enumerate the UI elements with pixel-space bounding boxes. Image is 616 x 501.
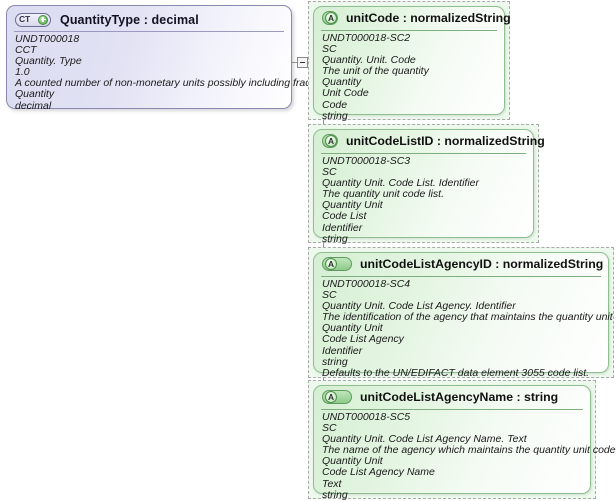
attribute-title: unitCodeListID : normalizedString xyxy=(346,134,545,148)
annotation-line: 1.0 xyxy=(15,66,30,79)
complex-type-header: CT QuantityType : decimal xyxy=(7,6,291,30)
annotation-line: UNDT000018-SC4 xyxy=(322,278,411,290)
attribute-header: A unitCodeListAgencyName : string xyxy=(314,386,590,408)
annotation-line: string xyxy=(322,109,348,122)
attribute-badge-icon: A xyxy=(322,257,352,271)
attribute-node-unitcodelistid[interactable]: A unitCodeListID : normalizedString UNDT… xyxy=(308,124,545,244)
complex-type-badge-label: CT xyxy=(19,14,30,25)
attribute-badge-label: A xyxy=(325,391,337,403)
complex-type-node-quantitytype[interactable]: CT QuantityType : decimal UNDT000018 CCT… xyxy=(6,5,336,112)
attribute-annotations: UNDT000018-SC4 SC Quantity Unit. Code Li… xyxy=(322,278,616,379)
attribute-title: unitCode : normalizedString xyxy=(346,11,511,25)
attribute-box: A unitCode : normalizedString UNDT000018… xyxy=(313,6,511,121)
annotation-line: The quantity unit code list. xyxy=(322,188,444,201)
header-divider xyxy=(321,30,497,31)
annotation-line: UNDT000018-SC2 xyxy=(322,32,411,44)
annotation-line: CCT xyxy=(15,44,37,57)
attribute-badge-icon: A xyxy=(322,390,352,404)
attribute-badge-icon: A xyxy=(322,11,338,25)
annotation-line: Code List xyxy=(322,210,367,223)
attribute-box: A unitCodeListID : normalizedString UNDT… xyxy=(313,129,545,244)
attribute-badge-label: A xyxy=(325,135,337,147)
annotation-line: SC xyxy=(322,43,337,56)
attribute-title: unitCodeListAgencyID : normalizedString xyxy=(360,257,604,271)
annotation-line: SC xyxy=(322,289,337,302)
annotation-line: Code List Agency xyxy=(322,333,404,346)
annotation-line: A counted number of non-monetary units p… xyxy=(15,77,336,90)
header-divider xyxy=(321,276,601,277)
annotation-line: SC xyxy=(322,166,337,179)
header-divider xyxy=(14,31,284,32)
annotation-line: Quantity Unit xyxy=(322,199,383,212)
complex-type-badge-icon: CT xyxy=(15,12,51,27)
annotation-line: Quantity xyxy=(322,76,362,89)
attribute-box: A unitCodeListAgencyID : normalizedStrin… xyxy=(313,252,616,378)
attribute-annotations: UNDT000018-SC5 SC Quantity Unit. Code Li… xyxy=(322,411,616,501)
attribute-badge-icon: A xyxy=(322,134,338,148)
collapse-expander-button[interactable] xyxy=(297,57,308,68)
annotation-line: Quantity Unit. Code List. Identifier xyxy=(322,177,479,190)
annotation-line: Quantity Unit xyxy=(322,322,383,335)
annotation-line: The name of the agency which maintains t… xyxy=(322,444,616,457)
annotation-line: UNDT000018 xyxy=(15,33,80,45)
header-divider xyxy=(321,409,583,410)
annotation-line: string xyxy=(322,355,348,368)
annotation-line: The unit of the quantity xyxy=(322,65,429,78)
annotation-line: Quantity Unit xyxy=(322,455,383,468)
annotation-line: string xyxy=(322,232,348,245)
annotation-line: string xyxy=(322,488,348,501)
annotation-line: UNDT000018-SC3 xyxy=(322,155,411,167)
annotation-line: UNDT000018-SC5 xyxy=(322,411,411,423)
plus-icon[interactable] xyxy=(38,14,48,25)
attribute-node-unitcodelistagencyid[interactable]: A unitCodeListAgencyID : normalizedStrin… xyxy=(308,247,616,378)
complex-type-annotations: UNDT000018 CCT Quantity. Type 1.0 A coun… xyxy=(15,33,336,112)
annotation-line: Identifier xyxy=(322,221,363,234)
attribute-header: A unitCodeListAgencyID : normalizedStrin… xyxy=(314,253,608,275)
attribute-badge-label: A xyxy=(325,12,337,24)
complex-type-title: QuantityType : decimal xyxy=(60,12,199,27)
attribute-header: A unitCodeListID : normalizedString xyxy=(314,130,545,152)
attribute-node-unitcode[interactable]: A unitCode : normalizedString UNDT000018… xyxy=(308,1,511,121)
attribute-header: A unitCode : normalizedString xyxy=(314,7,511,29)
annotation-line: Code List Agency Name xyxy=(322,466,435,479)
attribute-box: A unitCodeListAgencyName : string UNDT00… xyxy=(313,385,616,500)
attribute-node-unitcodelistagencyname[interactable]: A unitCodeListAgencyName : string UNDT00… xyxy=(308,380,616,500)
annotation-line: Quantity. Unit. Code xyxy=(322,54,416,67)
annotation-line: decimal xyxy=(15,99,52,112)
annotation-line: Quantity. Type xyxy=(15,55,82,68)
header-divider xyxy=(321,153,526,154)
attribute-title: unitCodeListAgencyName : string xyxy=(360,390,559,404)
attribute-annotations: UNDT000018-SC2 SC Quantity. Unit. Code T… xyxy=(322,32,499,122)
annotation-line: Quantity Unit. Code List Agency Name. Te… xyxy=(322,433,527,446)
attribute-badge-label: A xyxy=(325,258,337,270)
attribute-annotations: UNDT000018-SC3 SC Quantity Unit. Code Li… xyxy=(322,155,528,245)
annotation-line: Unit Code xyxy=(322,87,369,100)
annotation-line: Quantity Unit. Code List Agency. Identif… xyxy=(322,300,516,313)
annotation-line: The identification of the agency that ma… xyxy=(322,311,616,324)
annotation-line: Defaults to the UN/EDIFACT data element … xyxy=(322,366,590,379)
annotation-line: SC xyxy=(322,422,337,435)
annotation-line: Code xyxy=(322,98,348,111)
annotation-line: Text xyxy=(322,477,342,490)
annotation-line: Quantity xyxy=(15,88,55,101)
annotation-line: Identifier xyxy=(322,344,363,357)
